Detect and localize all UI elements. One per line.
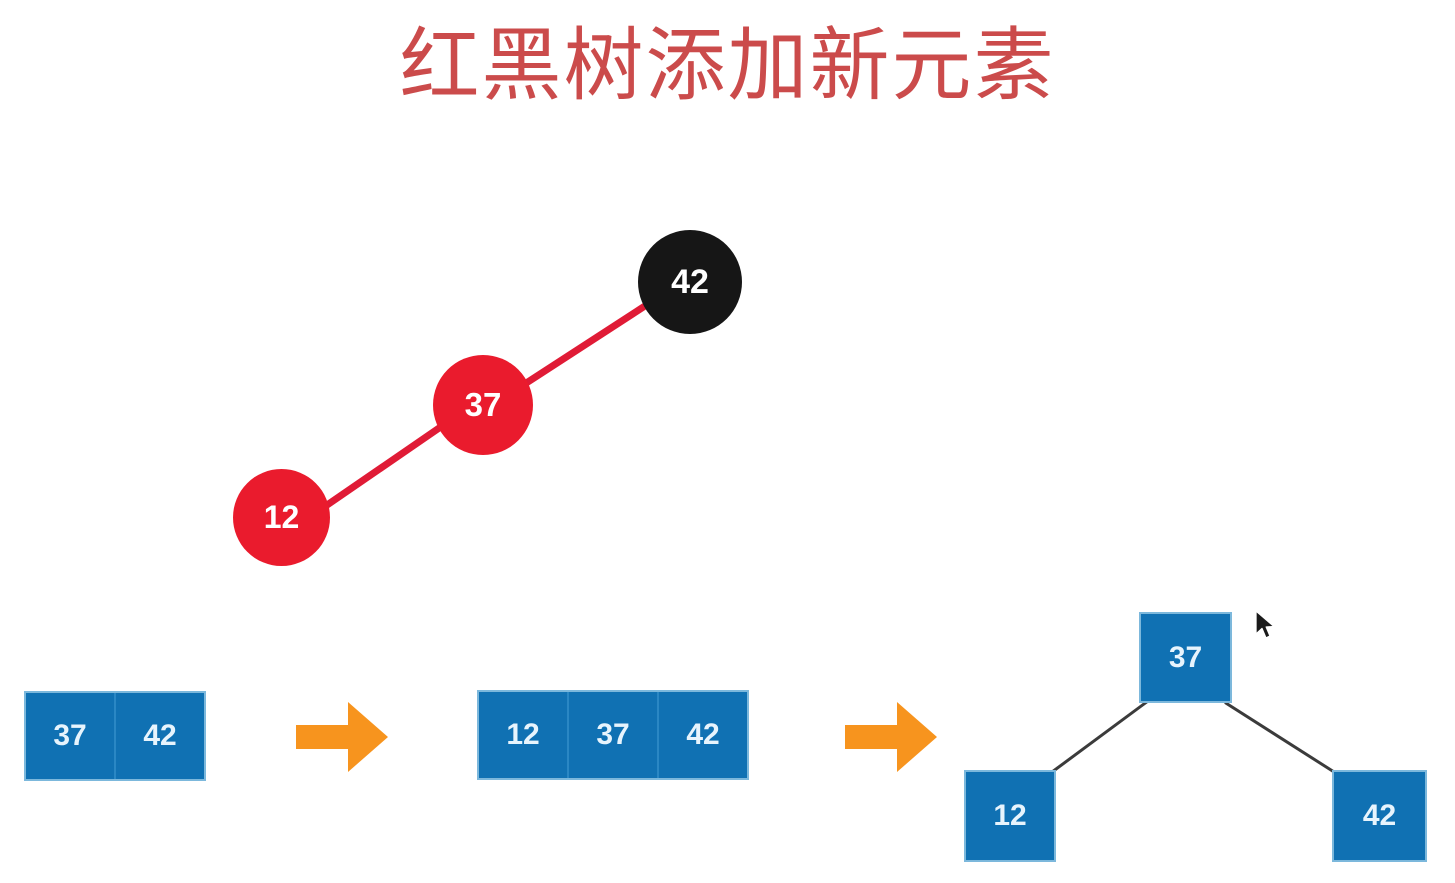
bst-node-42[interactable]: 42 bbox=[1332, 770, 1427, 862]
cell-37-label: 37 bbox=[53, 719, 87, 752]
rb-node-12-label: 12 bbox=[263, 499, 300, 535]
cell-42[interactable]: 42 bbox=[114, 693, 204, 779]
cell-42b-label: 42 bbox=[686, 718, 720, 751]
bst-node-37[interactable]: 37 bbox=[1139, 612, 1232, 703]
cell-37b[interactable]: 37 bbox=[567, 692, 657, 778]
bst-edge-37-42 bbox=[1224, 701, 1339, 776]
cell-37[interactable]: 37 bbox=[26, 693, 114, 779]
bst-node-42-label: 42 bbox=[1362, 799, 1397, 832]
cell-42b[interactable]: 42 bbox=[657, 692, 747, 778]
bst-node-12-label: 12 bbox=[993, 799, 1027, 832]
bst-node-12[interactable]: 12 bbox=[964, 770, 1056, 862]
arrow-right-icon bbox=[296, 702, 388, 772]
rb-edge-37-42 bbox=[522, 295, 659, 388]
cell-37b-label: 37 bbox=[596, 718, 630, 751]
rb-node-12[interactable]: 12 bbox=[233, 469, 330, 566]
rb-node-42-label: 42 bbox=[671, 262, 709, 301]
arrow-right-icon bbox=[845, 702, 937, 772]
bst-node-37-label: 37 bbox=[1168, 640, 1203, 674]
rb-edge-12-37 bbox=[320, 413, 459, 512]
rb-node-37[interactable]: 37 bbox=[433, 355, 533, 455]
two-cell-node[interactable]: 37 42 bbox=[24, 691, 206, 781]
three-cell-node[interactable]: 12 37 42 bbox=[477, 690, 749, 780]
cell-42-label: 42 bbox=[143, 719, 177, 752]
mouse-pointer-icon bbox=[1255, 610, 1275, 639]
cell-12-label: 12 bbox=[506, 718, 540, 751]
rb-node-37-label: 37 bbox=[464, 386, 502, 423]
page-title: 红黑树添加新元素 bbox=[399, 21, 1056, 110]
rb-node-42[interactable]: 42 bbox=[638, 230, 742, 334]
bst-edge-37-12 bbox=[1049, 700, 1149, 775]
cell-12[interactable]: 12 bbox=[479, 692, 567, 778]
